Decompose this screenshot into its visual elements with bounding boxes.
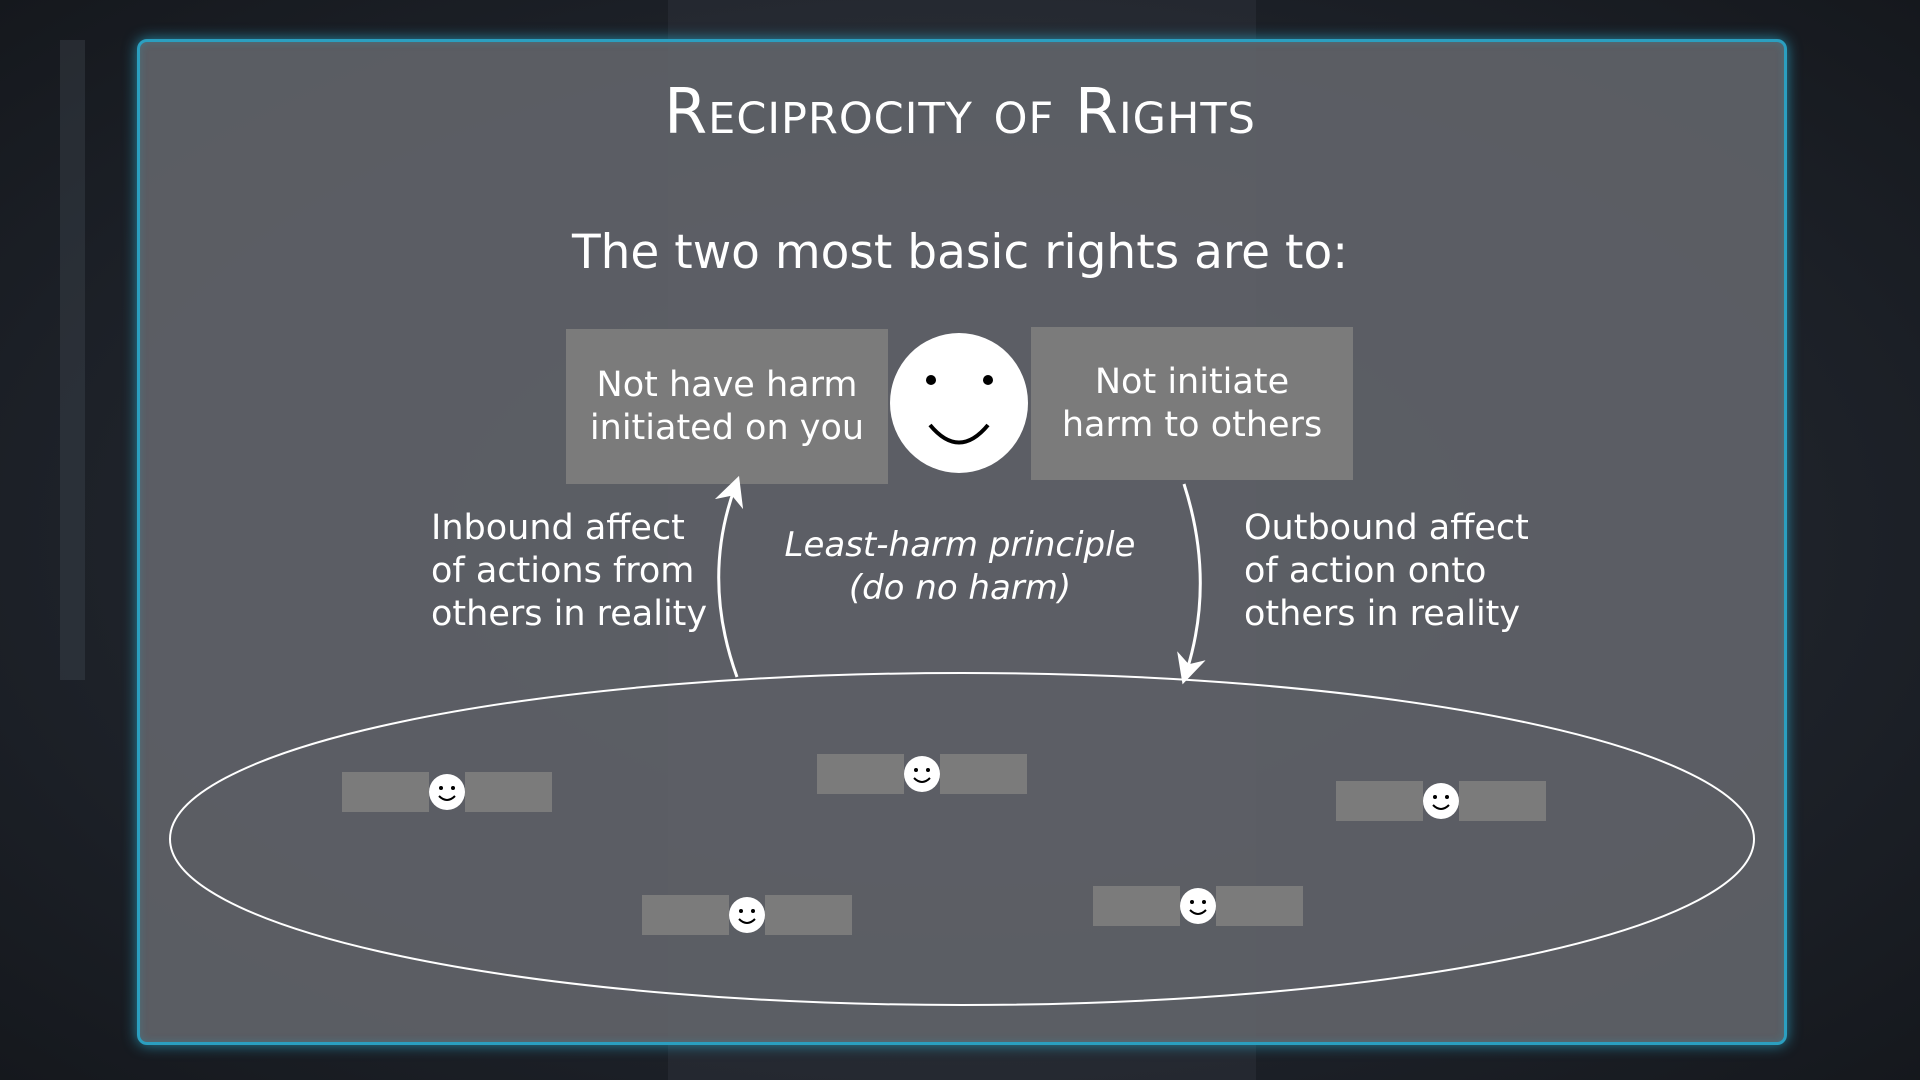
right-box-line1: Not initiate (1094, 361, 1290, 402)
least-harm-line1: Least-harm principle (784, 525, 1136, 565)
person-group-2 (817, 754, 1027, 794)
reality-ellipse (169, 672, 1755, 1006)
outbound-line2: of action onto (1244, 551, 1487, 591)
outbound-line1: Outbound affect (1244, 508, 1529, 548)
inbound-arrow (714, 475, 744, 678)
outbound-arrow (1177, 483, 1206, 685)
page-title: Reciprocity of Rights (664, 75, 1256, 148)
slide-panel (137, 39, 1787, 1045)
inbound-line3: others in reality (431, 594, 708, 634)
background-figure-left (60, 40, 85, 680)
least-harm-label: Least-harm principle (do no harm) (760, 524, 1160, 610)
big-smiley-face-icon (890, 333, 1028, 473)
right-box-line2: harm to others (1061, 404, 1323, 445)
person-group-4 (642, 895, 852, 935)
least-harm-line2: (do no harm) (848, 568, 1072, 608)
inbound-line1: Inbound affect (431, 508, 685, 548)
person-group-1 (342, 772, 552, 812)
inbound-line2: of actions from (431, 551, 695, 591)
subtitle: The two most basic rights are to: (571, 225, 1349, 280)
inbound-label: Inbound affect of actions from others in… (431, 507, 707, 636)
left-box-line2: initiated on you (589, 407, 865, 448)
outbound-label: Outbound affect of action onto others in… (1244, 507, 1529, 636)
outbound-line3: others in reality (1244, 594, 1521, 634)
left-box-line1: Not have harm (596, 364, 858, 405)
person-group-5 (1093, 886, 1303, 926)
person-group-3 (1336, 781, 1546, 821)
